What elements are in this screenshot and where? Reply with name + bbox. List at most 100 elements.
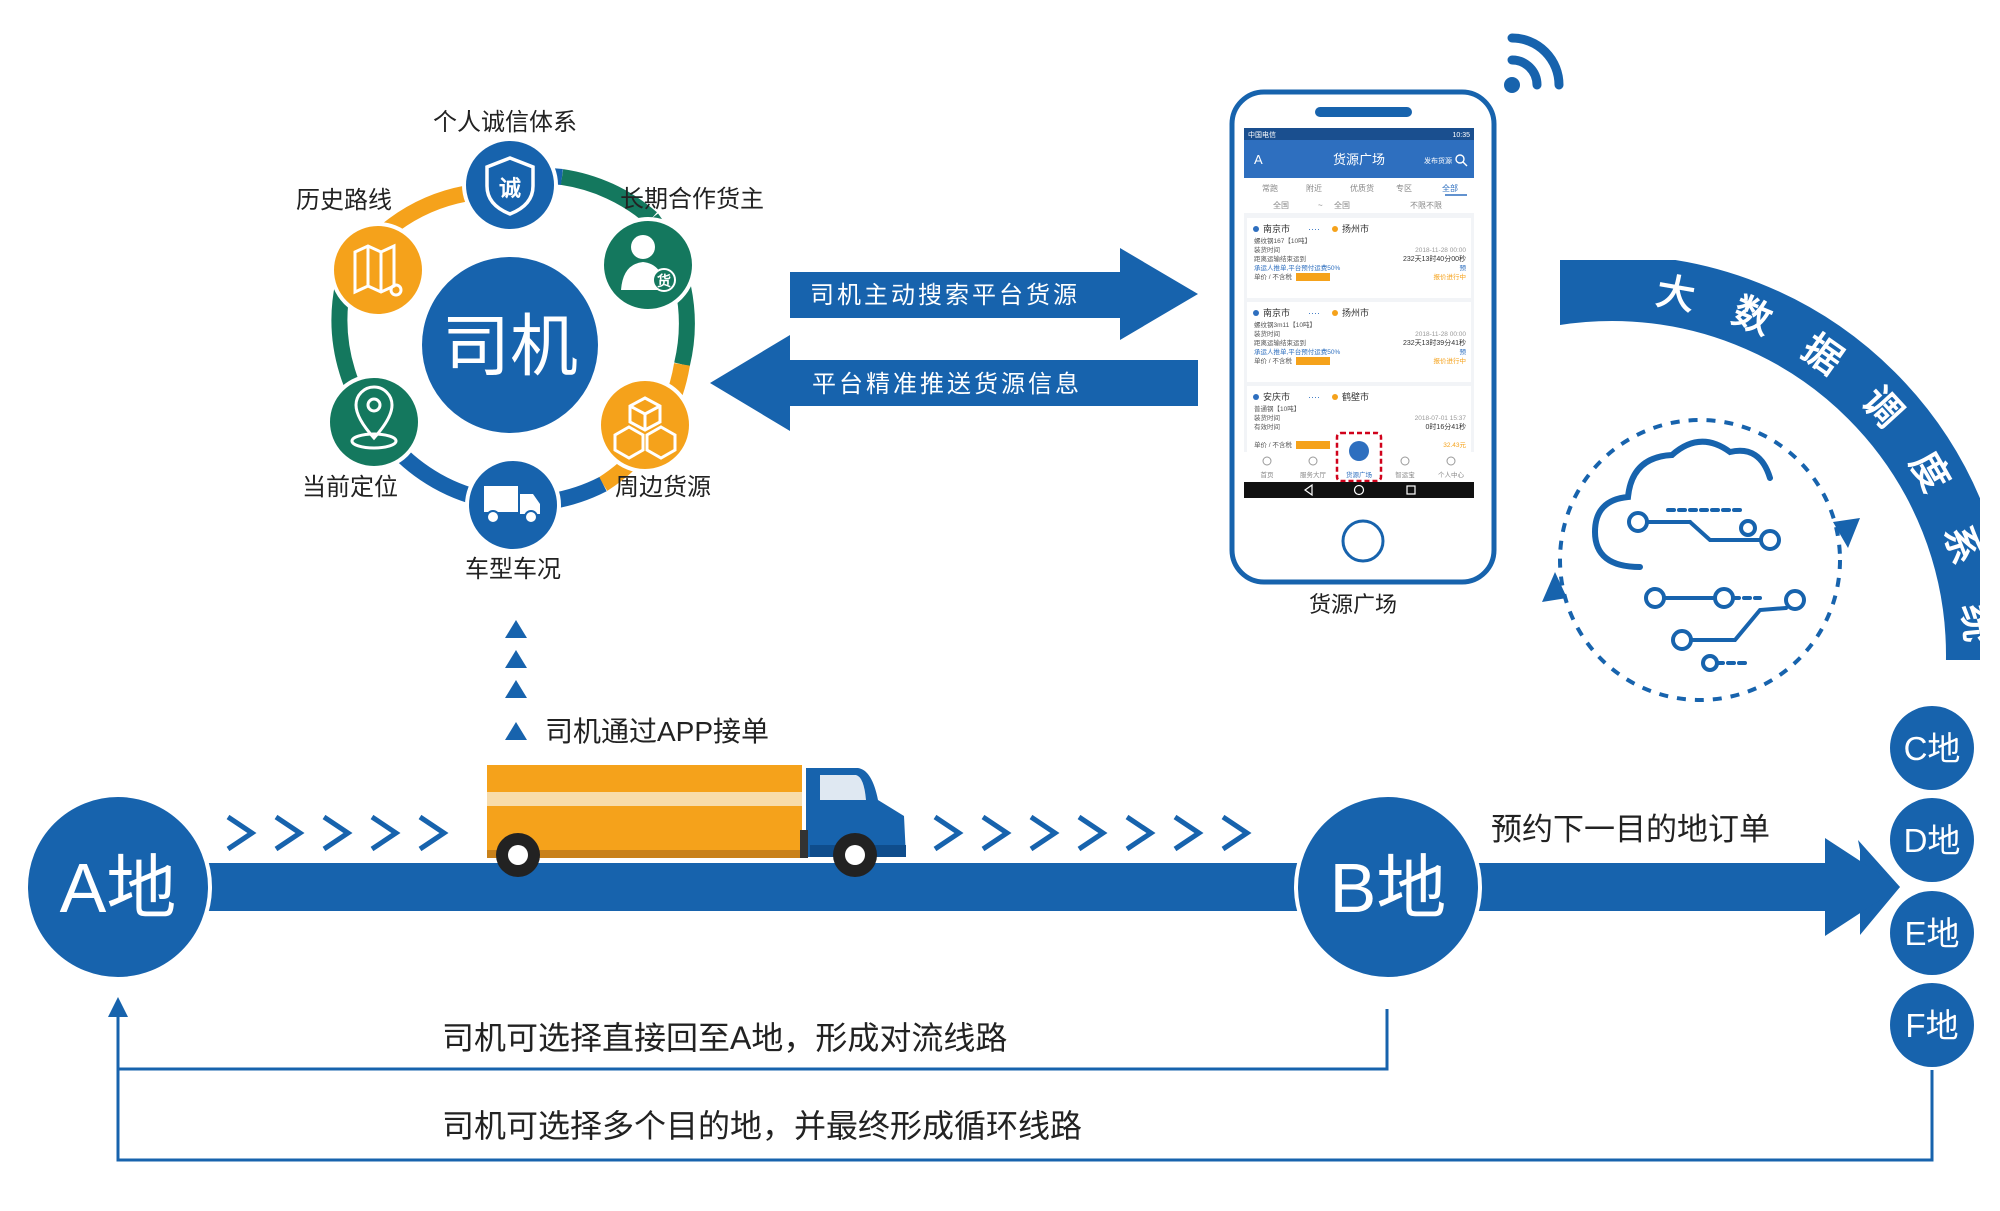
svg-text:单价 / 不含税: 单价 / 不含税 <box>1254 440 1292 449</box>
loop-route-line <box>116 1010 1934 1162</box>
destination-d <box>1890 798 1974 882</box>
svg-text:有效时间: 有效时间 <box>1254 422 1280 431</box>
destination-c <box>1890 706 1974 790</box>
svg-text:螺纹钢167【10吨】: 螺纹钢167【10吨】 <box>1254 236 1311 245</box>
svg-text:安庆市: 安庆市 <box>1263 391 1290 402</box>
dest-pin-icon <box>1332 310 1338 316</box>
filter-2[interactable]: 全国 <box>1334 200 1350 210</box>
svg-text:智运宝: 智运宝 <box>1395 470 1415 479</box>
filter-0[interactable]: 全国 <box>1273 200 1289 210</box>
tab-3[interactable]: 专区 <box>1396 183 1412 193</box>
svg-text:报价进行中: 报价进行中 <box>1434 356 1467 365</box>
svg-text:货源广场: 货源广场 <box>1346 470 1373 479</box>
publish-link[interactable]: 发布货源 <box>1424 156 1452 165</box>
svg-text:装货时间: 装货时间 <box>1254 329 1280 338</box>
android-back-icon[interactable] <box>1303 483 1313 497</box>
svg-text:2018-11-28 00:00: 2018-11-28 00:00 <box>1415 247 1466 254</box>
cycle-arrowhead <box>1833 518 1860 548</box>
push-arrow: 平台精准推送货源信息 <box>710 335 1198 431</box>
hub-label-history: 历史路线 <box>296 187 392 214</box>
svg-text:D地: D地 <box>1904 822 1961 859</box>
svg-text:南京市: 南京市 <box>1263 307 1290 318</box>
hub-node-nearby: 周边货源 <box>597 377 711 501</box>
chevrons-right <box>933 814 1252 852</box>
cycle-arrowhead <box>1542 572 1567 602</box>
svg-text:预: 预 <box>1460 347 1467 356</box>
svg-text:0时16分41秒: 0时16分41秒 <box>1426 422 1466 431</box>
ring-segment <box>560 169 657 225</box>
phone-caption: 货源广场 <box>1309 592 1397 617</box>
dest-pin-icon <box>1332 394 1338 400</box>
big-data-title-char: 大 <box>1653 271 1698 319</box>
big-data-title-char: 统 <box>1954 602 1999 644</box>
app-header <box>1244 140 1474 178</box>
nav-icon <box>1446 456 1456 466</box>
big-data-arc <box>1560 260 1980 660</box>
location-pin-icon <box>350 385 398 450</box>
android-recent-icon[interactable] <box>1406 485 1416 495</box>
tab-0[interactable]: 常跑 <box>1262 184 1278 193</box>
svg-text:扬州市: 扬州市 <box>1342 307 1369 318</box>
nav-item-3[interactable]: 智运宝 <box>1395 456 1415 479</box>
phone-speaker <box>1315 107 1412 117</box>
node-b <box>1294 793 1482 981</box>
boxes-icon <box>613 396 677 460</box>
hub-node-shipper: 货 长期合作货主 <box>600 186 764 313</box>
destinations: C地 D地 E地 F地 <box>1890 706 1974 1067</box>
svg-text:232天13时39分41秒: 232天13时39分41秒 <box>1403 338 1466 347</box>
dest-pin-icon <box>1332 226 1338 232</box>
svg-text:距离运输结束运到: 距离运输结束运到 <box>1254 254 1306 263</box>
tab-2[interactable]: 优质货 <box>1350 183 1374 193</box>
center-nav-icon <box>1349 441 1369 461</box>
svg-text:装货时间: 装货时间 <box>1254 413 1280 422</box>
next-order-caption: 预约下一目的地订单 <box>1491 812 1770 847</box>
svg-text:距离运输结束运到: 距离运输结束运到 <box>1254 338 1306 347</box>
origin-pin-icon <box>1253 394 1259 400</box>
nav-item-0[interactable]: 首页 <box>1261 456 1275 479</box>
route-section: 司机通过APP接单 <box>24 620 1974 1162</box>
tab-4[interactable]: 全部 <box>1442 183 1458 193</box>
big-data-system: 大数据调度系统 <box>1542 260 1999 702</box>
map-icon <box>353 243 403 297</box>
svg-text:南京市: 南京市 <box>1263 223 1290 234</box>
driver-center-circle <box>422 257 598 433</box>
driver-center-label: 司机 <box>442 309 578 385</box>
tab-1[interactable]: 附近 <box>1306 183 1322 193</box>
svg-text:扬州市: 扬州市 <box>1342 223 1369 234</box>
svg-text:····: ···· <box>1308 224 1320 234</box>
svg-text:螺纹钢3m11【10吨】: 螺纹钢3m11【10吨】 <box>1254 320 1316 329</box>
android-home-icon[interactable] <box>1353 484 1365 496</box>
filter-3[interactable]: 不限不限 <box>1410 201 1442 210</box>
svg-text:10:35: 10:35 <box>1452 132 1470 139</box>
svg-text:单价 / 不含税: 单价 / 不含税 <box>1254 272 1292 281</box>
hub-node-history: 历史路线 <box>296 187 426 318</box>
truck-container-stripe <box>487 792 802 806</box>
svg-text:中国电信: 中国电信 <box>1248 130 1276 139</box>
svg-text:鹤壁市: 鹤壁市 <box>1342 391 1369 402</box>
destination-e <box>1890 891 1974 975</box>
push-arrow-label: 平台精准推送货源信息 <box>812 371 1082 398</box>
nav-icon <box>1262 456 1272 466</box>
dashed-cycle <box>1558 418 1842 702</box>
main-route-bar <box>185 863 1865 911</box>
nav-item-4[interactable]: 个人中心 <box>1438 456 1465 479</box>
truck-icon <box>484 486 540 524</box>
back-button[interactable]: A <box>1254 152 1263 167</box>
wifi-icon <box>1504 33 1564 93</box>
filter-1[interactable]: ~ <box>1318 201 1323 210</box>
svg-text:装货时间: 装货时间 <box>1254 245 1280 254</box>
svg-text:2018-07-01 15:37: 2018-07-01 15:37 <box>1415 415 1467 422</box>
app-title: 货源广场 <box>1333 152 1385 167</box>
android-nav-bar <box>1244 482 1474 498</box>
search-icon[interactable] <box>1455 154 1468 167</box>
nav-item-2[interactable]: 货源广场 <box>1346 470 1373 479</box>
origin-pin-icon <box>1253 226 1259 232</box>
driver-hub: 司机 诚 个人诚信体系 货 长期合作货主 <box>296 109 764 583</box>
nav-item-1[interactable]: 服务大厅 <box>1300 456 1327 479</box>
truck-container <box>487 765 802 855</box>
